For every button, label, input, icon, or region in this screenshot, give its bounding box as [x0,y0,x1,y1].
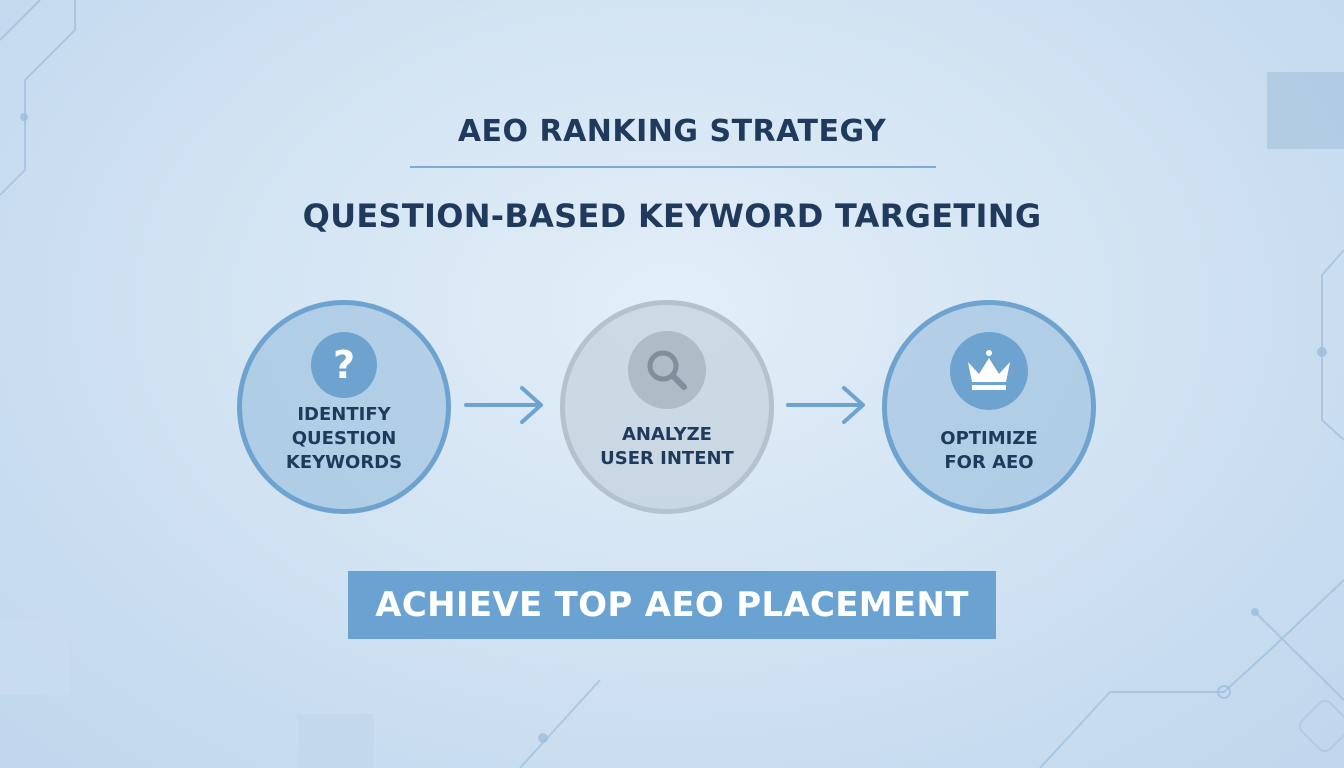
result-banner: ACHIEVE TOP AEO PLACEMENT [348,571,996,639]
step-label: ANALYZE USER INTENT [600,424,734,469]
decor-square-top-right [1267,72,1344,149]
page-title: AEO RANKING STRATEGY [457,114,887,149]
step-analyze: ANALYZE USER INTENT [560,300,774,514]
question-icon: ? [311,332,377,398]
title-divider [410,166,936,168]
step-optimize: OPTIMIZE FOR AEO [882,300,1096,514]
crown-icon [950,332,1028,410]
decor-square-bottom-left [0,620,70,695]
arrow-right-icon [464,386,543,424]
step-identify: ? IDENTIFY QUESTION KEYWORDS [237,300,451,514]
page-subtitle: QUESTION-BASED KEYWORD TARGETING [302,197,1042,235]
step-label: IDENTIFY QUESTION KEYWORDS [285,404,403,473]
magnifier-icon [628,331,706,409]
decor-square-bottom [298,714,374,768]
step-label: OPTIMIZE FOR AEO [940,428,1038,473]
arrow-right-icon [786,386,865,424]
